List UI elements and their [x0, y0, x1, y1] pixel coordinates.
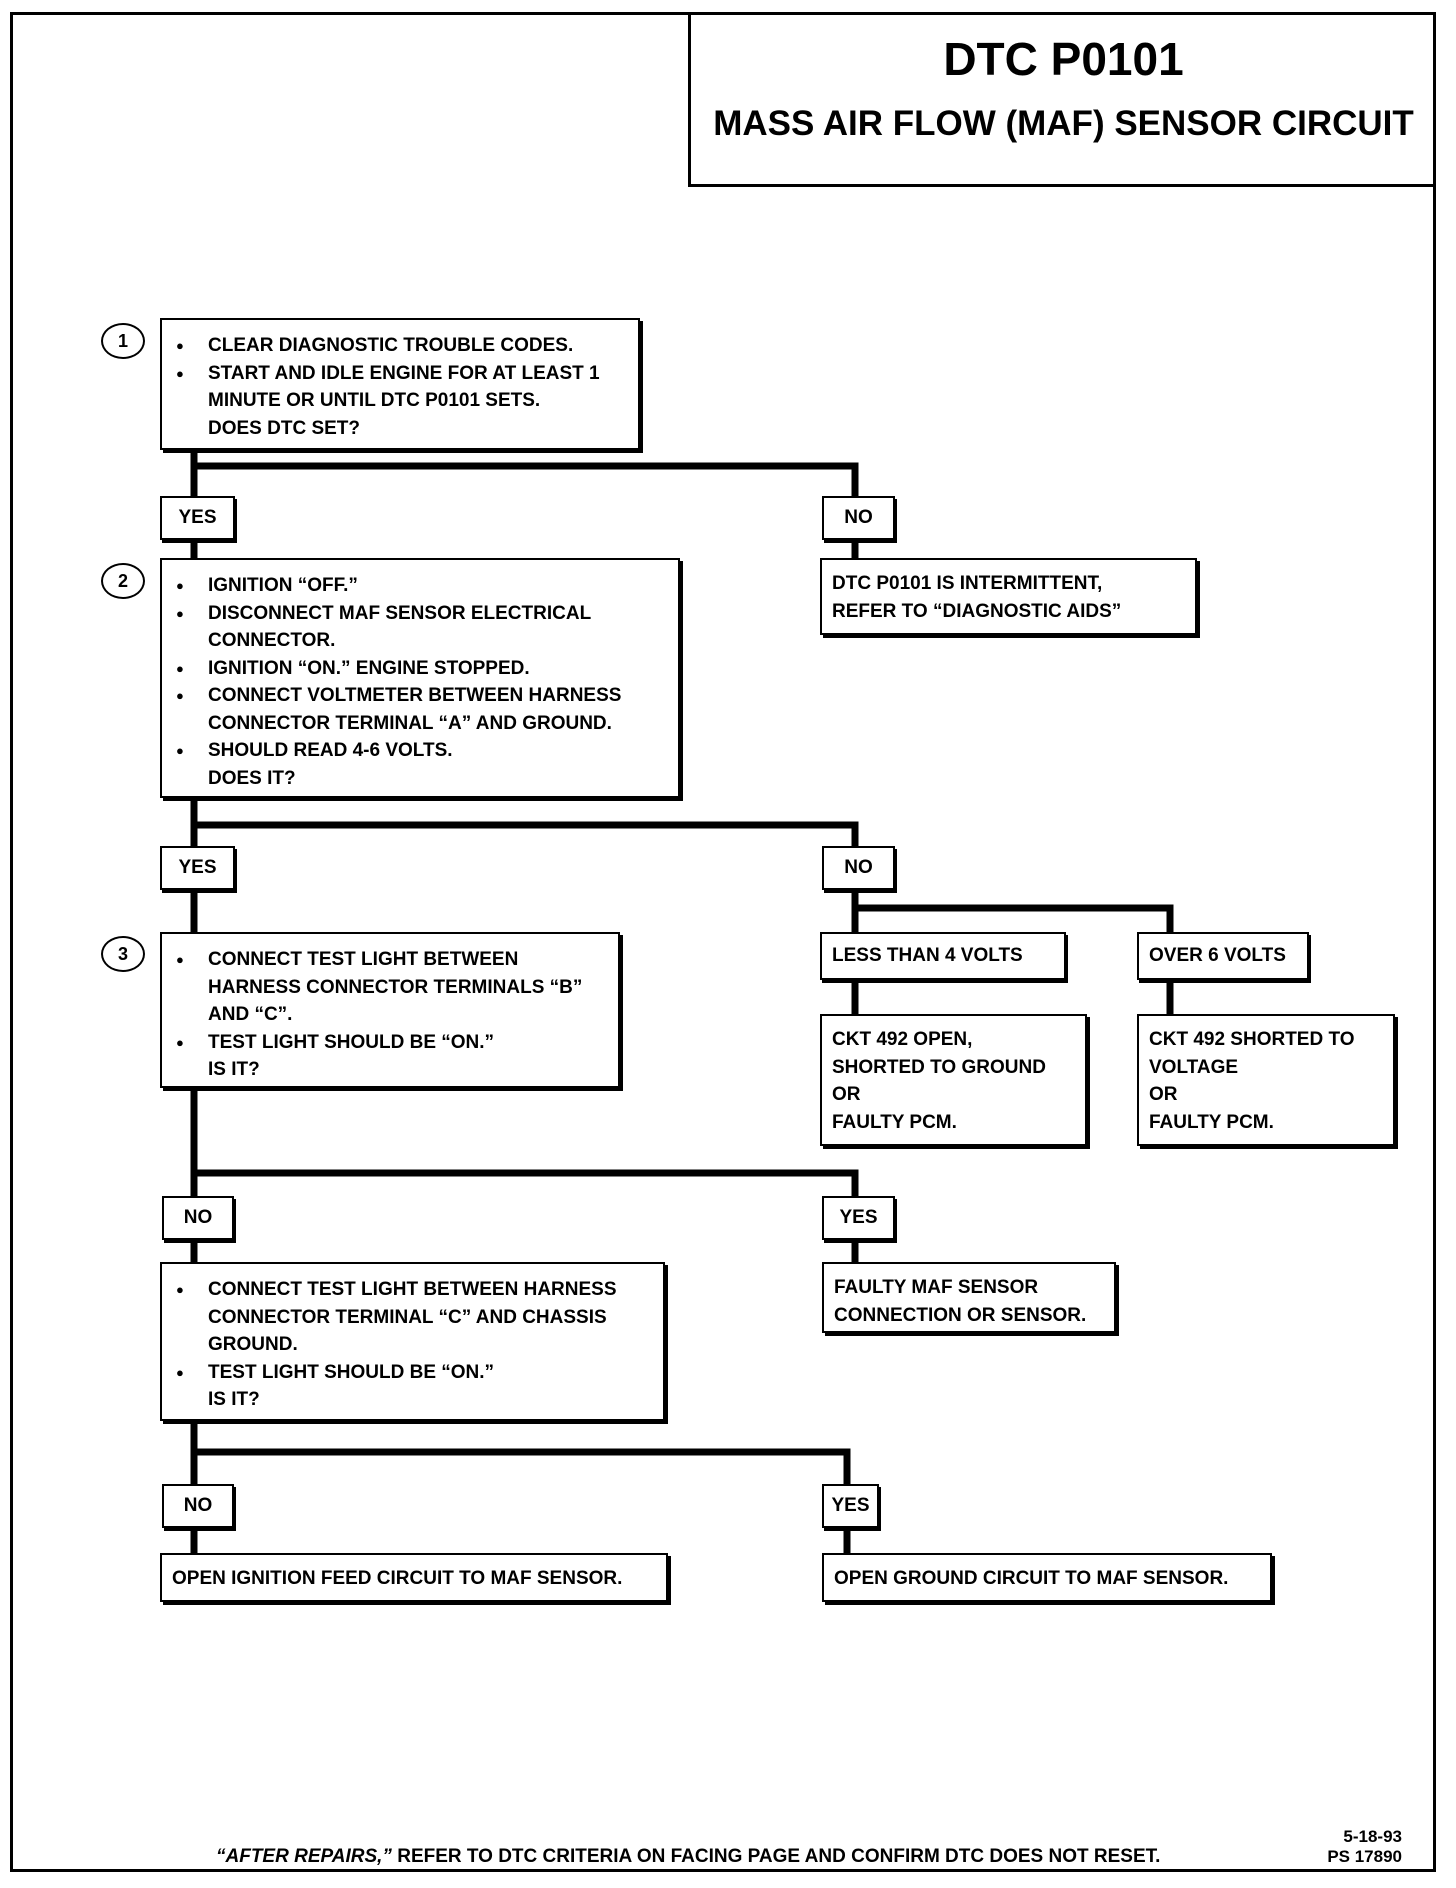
- step-3-yes-label: YES: [822, 1196, 895, 1240]
- step-number-2: 2: [101, 563, 145, 599]
- result-open-ignition-feed: OPEN IGNITION FEED CIRCUIT TO MAF SENSOR…: [160, 1553, 668, 1602]
- step-2-bullet: IGNITION “ON.” ENGINE STOPPED.: [174, 655, 668, 683]
- step-4-box: CONNECT TEST LIGHT BETWEEN HARNESS CONNE…: [160, 1262, 665, 1421]
- result-ckt-shorted: CKT 492 SHORTED TO VOLTAGE OR FAULTY PCM…: [1137, 1014, 1395, 1146]
- result-line: OR: [832, 1084, 861, 1105]
- connector-s1-no: [190, 462, 859, 507]
- result-intermittent: DTC P0101 IS INTERMITTENT, REFER TO “DIA…: [820, 558, 1197, 635]
- page-frame: [10, 12, 1436, 1872]
- result-line: FAULTY PCM.: [1149, 1111, 1274, 1133]
- step-2-bullet: IGNITION “OFF.”: [174, 572, 668, 600]
- step-1-no-label: NO: [822, 496, 895, 540]
- step-1-question: DOES DTC SET?: [208, 417, 361, 439]
- result-line: OPEN IGNITION FEED CIRCUIT TO MAF SENSOR…: [172, 1568, 623, 1589]
- result-ckt-open: CKT 492 OPEN, SHORTED TO GROUND OR FAULT…: [820, 1014, 1087, 1146]
- connector-s4-yes: [190, 1448, 851, 1491]
- step-2-yes-label: YES: [160, 846, 235, 890]
- result-line: VOLTAGE: [1149, 1056, 1239, 1078]
- connector-s3-yes: [190, 1169, 859, 1204]
- step-3-no-label: NO: [162, 1196, 234, 1240]
- result-line: CONNECTION OR SENSOR.: [834, 1304, 1087, 1326]
- result-line: DTC P0101 IS INTERMITTENT,: [832, 573, 1103, 594]
- footer-date: 5-18-93: [1343, 1827, 1402, 1846]
- step-2-question: DOES IT?: [208, 767, 296, 789]
- result-line: OPEN GROUND CIRCUIT TO MAF SENSOR.: [834, 1568, 1229, 1589]
- result-line: OR: [1149, 1084, 1178, 1105]
- result-line: FAULTY PCM.: [832, 1111, 957, 1133]
- step-3-question: IS IT?: [208, 1059, 260, 1080]
- step-2-bullet: SHOULD READ 4-6 VOLTS.: [174, 737, 668, 765]
- step-1-bullet: CLEAR DIAGNOSTIC TROUBLE CODES.: [174, 332, 628, 360]
- connector-s2-no-split: [851, 886, 1174, 937]
- step-number-1: 1: [101, 323, 145, 359]
- step-4-yes-label: YES: [822, 1484, 879, 1528]
- result-line: CKT 492 OPEN,: [832, 1029, 973, 1050]
- step-4-no-label: NO: [162, 1484, 234, 1528]
- step-4-question: IS IT?: [208, 1389, 260, 1410]
- result-open-ground: OPEN GROUND CIRCUIT TO MAF SENSOR.: [822, 1553, 1272, 1602]
- step-3-box: CONNECT TEST LIGHT BETWEEN HARNESS CONNE…: [160, 932, 620, 1088]
- footer-ps-number: PS 17890: [1327, 1847, 1402, 1866]
- footer-id-block: 5-18-93 PS 17890: [1327, 1827, 1402, 1867]
- condition-over-6-volts: OVER 6 VOLTS: [1137, 932, 1309, 980]
- step-3-bullet: CONNECT TEST LIGHT BETWEEN HARNESS CONNE…: [174, 946, 608, 1029]
- step-1-bullet: START AND IDLE ENGINE FOR AT LEAST 1 MIN…: [174, 360, 628, 415]
- step-number-3: 3: [101, 936, 145, 972]
- condition-less-than-4-volts: LESS THAN 4 VOLTS: [820, 932, 1066, 980]
- page-title: DTC P0101: [943, 33, 1184, 85]
- step-2-bullet: CONNECT VOLTMETER BETWEEN HARNESS CONNEC…: [174, 682, 668, 737]
- step-1-yes-label: YES: [160, 496, 235, 540]
- footer-note: “AFTER REPAIRS,” REFER TO DTC CRITERIA O…: [216, 1846, 1160, 1868]
- step-1-box: CLEAR DIAGNOSTIC TROUBLE CODES. START AN…: [160, 318, 640, 450]
- footer-note-italic: “AFTER REPAIRS,”: [216, 1846, 392, 1867]
- step-2-no-label: NO: [822, 846, 895, 890]
- step-4-bullet: TEST LIGHT SHOULD BE “ON.”: [174, 1359, 653, 1387]
- step-2-bullet: DISCONNECT MAF SENSOR ELECTRICAL CONNECT…: [174, 600, 668, 655]
- result-line: REFER TO “DIAGNOSTIC AIDS”: [832, 600, 1122, 622]
- connector-s2-no: [190, 821, 859, 857]
- step-3-bullet: TEST LIGHT SHOULD BE “ON.”: [174, 1029, 608, 1057]
- title-block: DTC P0101 MASS AIR FLOW (MAF) SENSOR CIR…: [688, 12, 1436, 187]
- result-line: FAULTY MAF SENSOR: [834, 1277, 1039, 1298]
- footer-note-text: REFER TO DTC CRITERIA ON FACING PAGE AND…: [397, 1846, 1161, 1867]
- page-subtitle: MASS AIR FLOW (MAF) SENSOR CIRCUIT: [713, 104, 1414, 143]
- step-2-box: IGNITION “OFF.” DISCONNECT MAF SENSOR EL…: [160, 558, 680, 798]
- result-line: CKT 492 SHORTED TO: [1149, 1029, 1355, 1050]
- step-4-bullet: CONNECT TEST LIGHT BETWEEN HARNESS CONNE…: [174, 1276, 653, 1359]
- result-line: SHORTED TO GROUND: [832, 1056, 1046, 1078]
- result-faulty-maf: FAULTY MAF SENSOR CONNECTION OR SENSOR.: [822, 1262, 1116, 1333]
